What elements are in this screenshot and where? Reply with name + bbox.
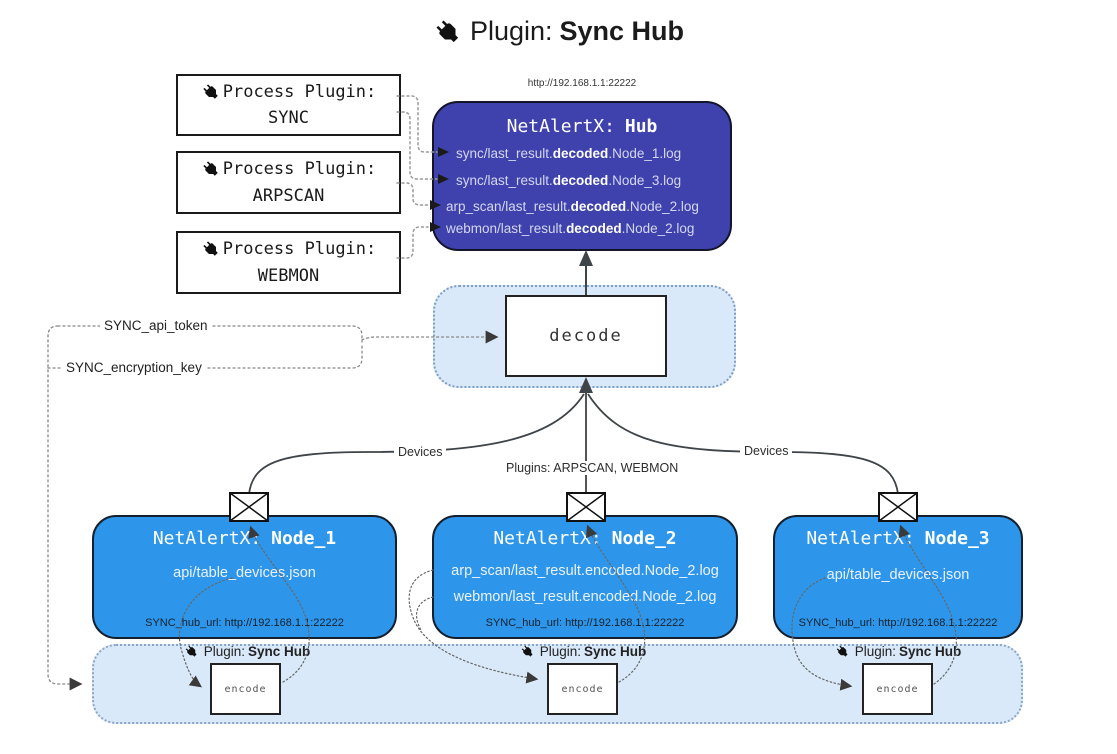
node-file: webmon/last_result.encoded.Node_2.log xyxy=(453,589,717,605)
node-file: api/table_devices.json xyxy=(826,567,970,583)
node-title: NetAlertX:Node_3 xyxy=(806,528,990,549)
hub-log-line: sync/last_result.decoded.Node_1.log xyxy=(456,146,682,161)
node-title: NetAlertX:Node_1 xyxy=(152,528,337,549)
plugin-label-prefix: Plugin: xyxy=(854,644,896,659)
hub-title: NetAlertX: Hub xyxy=(434,116,730,137)
plug-icon xyxy=(201,239,221,259)
node-hub-url: SYNC_hub_url: http://192.168.1.1:22222 xyxy=(798,617,998,629)
process-plugin-box-webmon: Process Plugin: WEBMON xyxy=(176,231,401,294)
hub-log-line: sync/last_result.decoded.Node_3.log xyxy=(456,173,682,188)
process-plugin-name: WEBMON xyxy=(257,265,320,286)
node-title: NetAlertX:Node_2 xyxy=(493,528,677,549)
encode-box-3: encode xyxy=(862,663,933,715)
process-plugin-label: Process Plugin: xyxy=(222,159,377,180)
process-plugin-name: SYNC xyxy=(268,108,309,128)
plugin-label-name: Sync Hub xyxy=(584,644,647,659)
plugin-sync-hub-label-2: Plugin: Sync Hub xyxy=(482,644,682,659)
plug-icon xyxy=(433,17,463,47)
plugin-label-prefix: Plugin: xyxy=(203,644,245,659)
node-box-node2: NetAlertX:Node_2 arp_scan/last_result.en… xyxy=(432,515,738,639)
node-hub-url: SYNC_hub_url: http://192.168.1.1:22222 xyxy=(485,617,685,629)
node-box-node3: NetAlertX:Node_3 api/table_devices.json … xyxy=(773,515,1023,639)
envelope-icon-node1 xyxy=(229,492,269,522)
hub-box: NetAlertX: Hub sync/last_result.decoded.… xyxy=(432,101,732,251)
plug-icon xyxy=(835,644,850,659)
node-box-node1: NetAlertX:Node_1 api/table_devices.json … xyxy=(92,515,397,639)
plug-icon xyxy=(201,159,221,179)
process-plugin-name: ARPSCAN xyxy=(252,185,325,206)
process-plugin-box-sync: Process Plugin: SYNC xyxy=(176,74,401,136)
envelope-icon-node2 xyxy=(566,492,606,522)
plug-icon xyxy=(184,644,199,659)
hub-url: http://192.168.1.1:22222 xyxy=(527,78,637,89)
plugin-label-prefix: Plugin: xyxy=(539,644,581,659)
page-title-prefix: Plugin: xyxy=(469,16,553,46)
encode-box-1: encode xyxy=(210,663,281,715)
page-title-name: Sync Hub xyxy=(559,16,685,46)
process-plugin-label: Process Plugin: xyxy=(222,81,377,102)
encode-box-2: encode xyxy=(547,663,618,715)
hub-log-line: arp_scan/last_result.decoded.Node_2.log xyxy=(446,199,699,214)
plug-icon xyxy=(520,644,535,659)
node-file: api/table_devices.json xyxy=(173,565,316,581)
label-sync-encryption-key: SYNC_encryption_key xyxy=(62,360,206,375)
label-sync-api-token: SYNC_api_token xyxy=(100,318,212,333)
node-file: arp_scan/last_result.encoded.Node_2.log xyxy=(451,563,719,579)
hub-title-name: Hub xyxy=(624,116,658,137)
plugin-label-name: Sync Hub xyxy=(248,644,311,659)
edge-label-devices-left: Devices xyxy=(394,445,447,459)
decode-box: decode xyxy=(505,295,667,377)
process-plugin-label: Process Plugin: xyxy=(222,239,377,260)
hub-title-prefix: NetAlertX: xyxy=(506,116,615,137)
plugin-sync-hub-label-1: Plugin: Sync Hub xyxy=(146,644,346,659)
plug-icon xyxy=(201,82,221,102)
page-title: Plugin: Sync Hub xyxy=(0,16,1117,47)
process-plugin-box-arpscan: Process Plugin: ARPSCAN xyxy=(176,151,401,214)
envelope-icon-node3 xyxy=(878,492,918,522)
node-hub-url: SYNC_hub_url: http://192.168.1.1:22222 xyxy=(145,617,344,629)
hub-log-line: webmon/last_result.decoded.Node_2.log xyxy=(446,221,695,236)
plugin-label-name: Sync Hub xyxy=(899,644,962,659)
plugin-sync-hub-label-3: Plugin: Sync Hub xyxy=(797,644,997,659)
edge-label-plugins-center: Plugins: ARPSCAN, WEBMON xyxy=(502,461,683,475)
edge-label-devices-right: Devices xyxy=(740,444,793,458)
